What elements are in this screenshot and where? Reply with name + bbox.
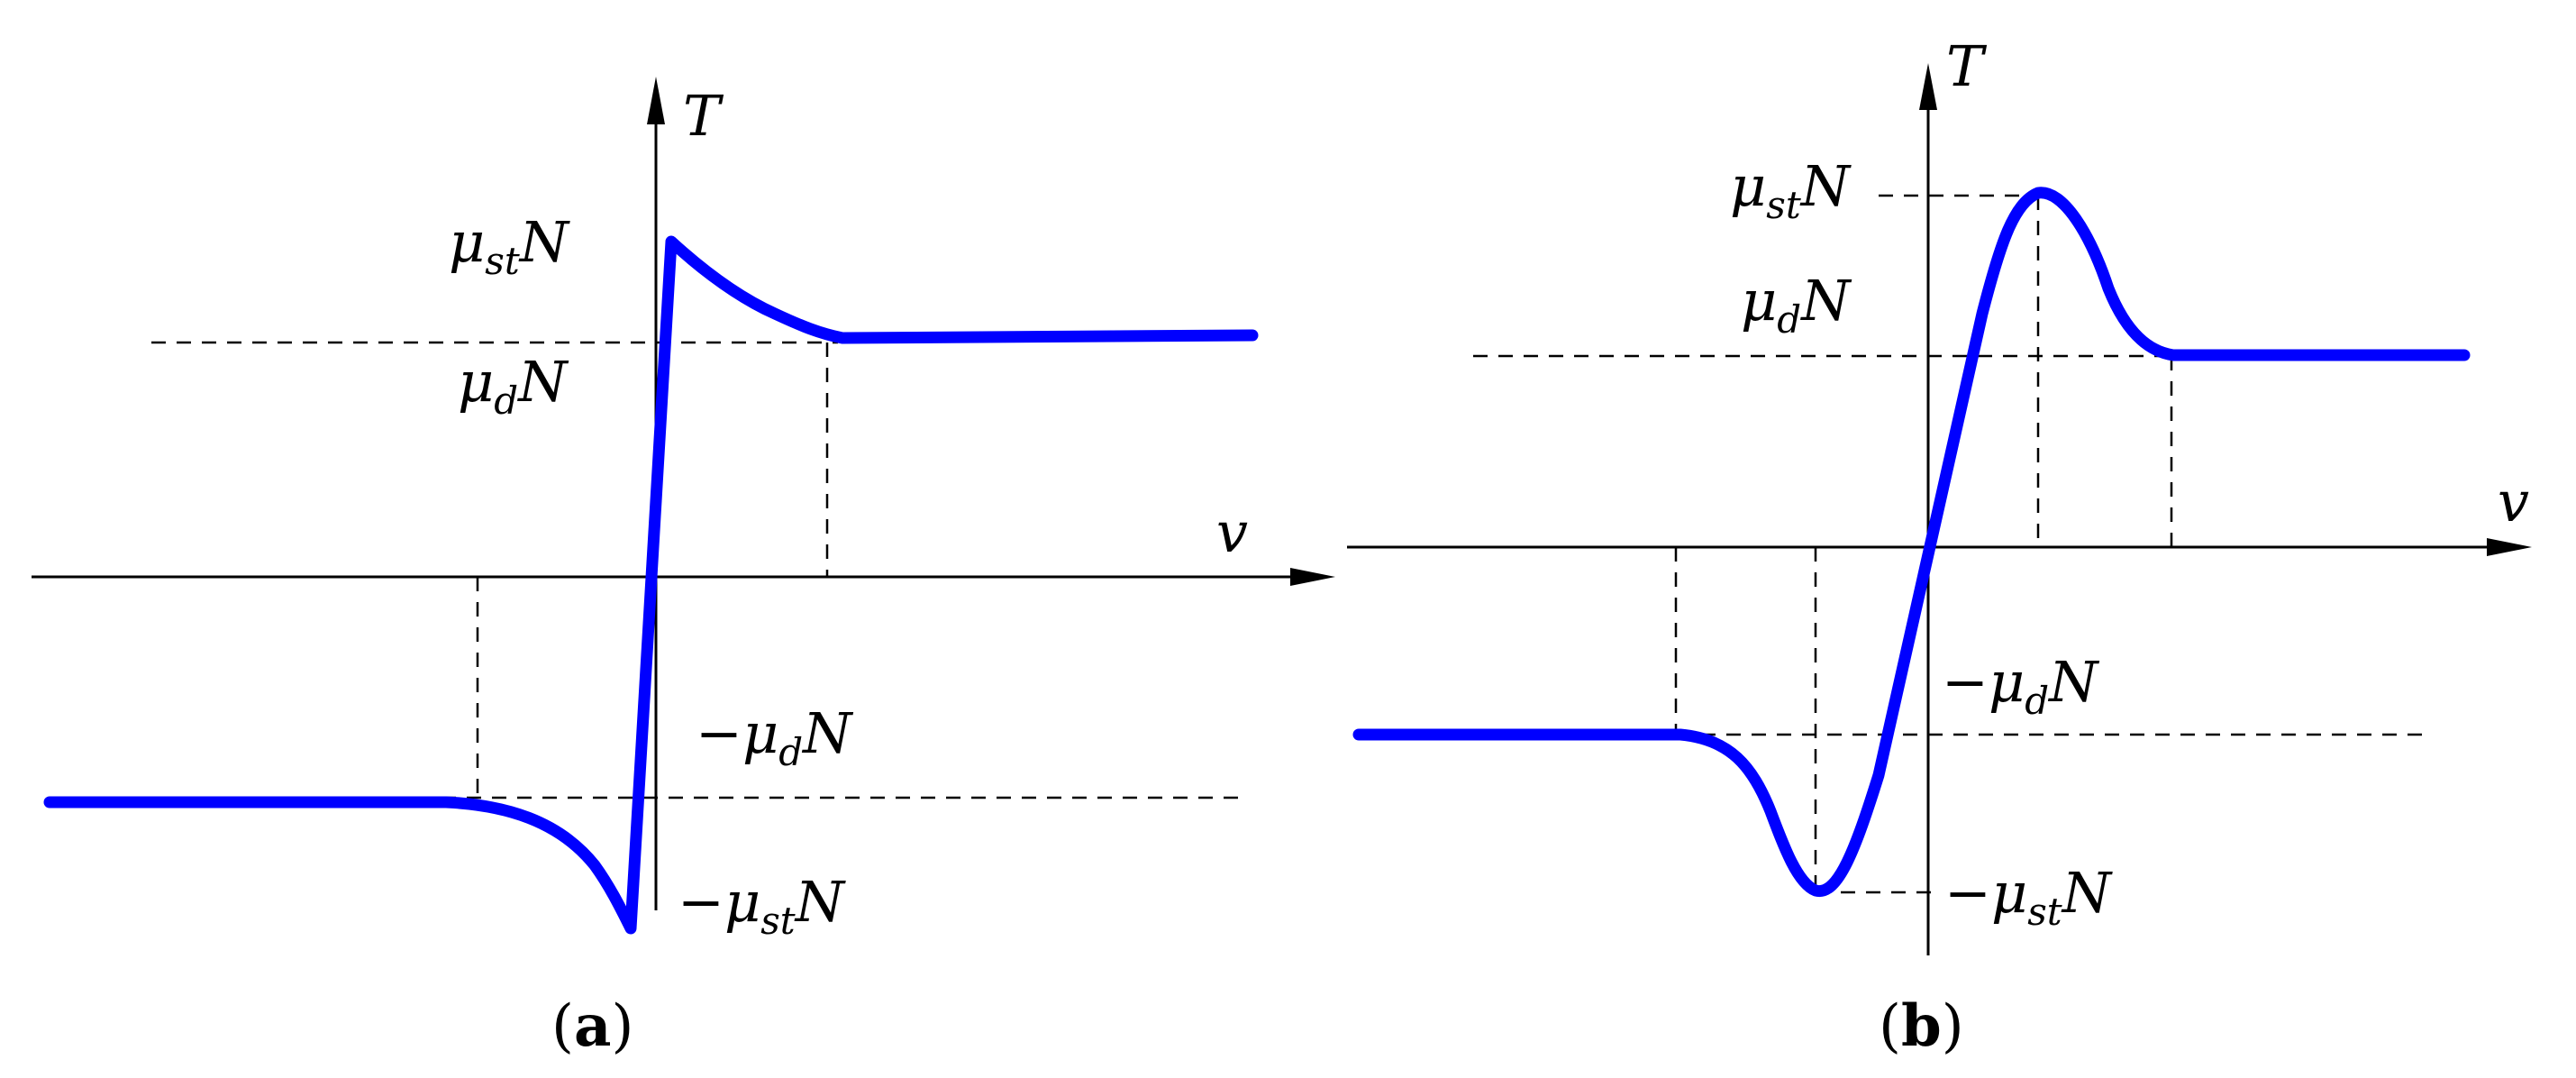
panel-b: T v μstN μdN −μdN −μstN (b) bbox=[1347, 33, 2532, 1060]
panel-b-y-arrowhead bbox=[1919, 63, 1937, 110]
panel-b-x-axis-label: v bbox=[2498, 469, 2529, 534]
panel-b-y-axis-label: T bbox=[1946, 33, 1988, 99]
panel-a-dynamic-neg-label: −μdN bbox=[696, 700, 854, 774]
panel-b-caption: (b) bbox=[1879, 992, 1964, 1060]
panel-b-static-neg-label: −μstN bbox=[1944, 860, 2114, 934]
panel-a-friction-curve bbox=[43, 235, 1259, 935]
panel-b-dynamic-pos-label: μdN bbox=[1741, 268, 1852, 342]
panel-b-static-pos-label: μstN bbox=[1730, 153, 1852, 227]
panel-b-x-arrowhead bbox=[2487, 538, 2532, 556]
panel-a-caption: (a) bbox=[551, 992, 633, 1060]
panel-a-x-arrowhead bbox=[1290, 568, 1335, 586]
panel-b-dynamic-neg-label: −μdN bbox=[1942, 649, 2100, 723]
panel-a-static-neg-label: −μstN bbox=[678, 869, 847, 943]
panel-a: T v μstN μdN −μdN −μstN (a) bbox=[32, 77, 1335, 1060]
panel-a-y-arrowhead bbox=[647, 77, 665, 124]
panel-a-y-axis-label: T bbox=[683, 83, 724, 149]
panel-a-dynamic-pos-label: μdN bbox=[458, 349, 569, 423]
panel-b-friction-curve bbox=[1352, 187, 2471, 898]
panel-a-x-axis-label: v bbox=[1216, 499, 1248, 565]
panel-a-static-pos-label: μstN bbox=[449, 209, 571, 283]
